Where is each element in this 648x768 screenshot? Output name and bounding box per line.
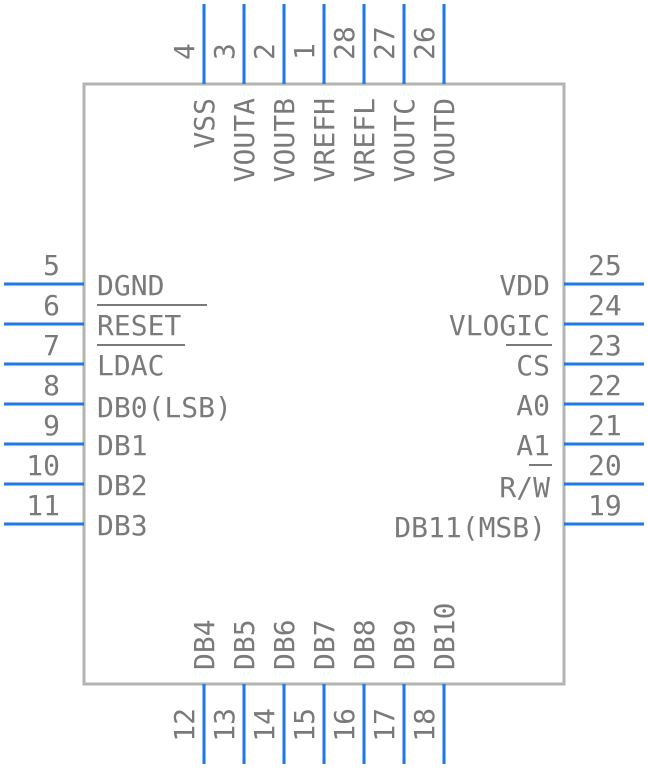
pin-label-a0: A0 <box>516 389 550 422</box>
left-pins: 5 6 7 8 9 10 11 DGND RESET LDAC DB0(LSB)… <box>4 249 232 542</box>
pin-label-voutc: VOUTC <box>388 98 421 182</box>
ic-body-outline <box>82 82 566 686</box>
pin-label-dgnd: DGND <box>97 269 164 302</box>
pin-number-2: 2 <box>248 43 281 60</box>
pin-number-14: 14 <box>248 708 281 742</box>
pin-label-db3: DB3 <box>97 509 148 542</box>
pin-label-vlogic: VLOGIC <box>449 309 550 342</box>
pin-number-6: 6 <box>43 289 60 322</box>
pin-number-21: 21 <box>588 409 622 442</box>
pin-label-vrefh: VREFH <box>308 98 341 182</box>
pin-label-db0-lsb: DB0(LSB) <box>97 391 232 424</box>
pin-number-15: 15 <box>288 708 321 742</box>
pin-label-ldac: LDAC <box>97 349 164 382</box>
pin-number-23: 23 <box>588 329 622 362</box>
pin-number-9: 9 <box>43 409 60 442</box>
pin-label-db6: DB6 <box>268 619 301 670</box>
pin-number-13: 13 <box>208 708 241 742</box>
pin-label-db9: DB9 <box>388 619 421 670</box>
pin-label-db1: DB1 <box>97 429 148 462</box>
pin-label-vdd: VDD <box>499 269 550 302</box>
pin-label-db7: DB7 <box>308 619 341 670</box>
pin-number-28: 28 <box>328 26 361 60</box>
pin-number-20: 20 <box>588 449 622 482</box>
pin-label-db2: DB2 <box>97 469 148 502</box>
pin-label-vss: VSS <box>188 98 221 149</box>
pin-label-voutd: VOUTD <box>428 98 461 182</box>
pin-number-11: 11 <box>26 489 60 522</box>
bottom-pins: 12 13 14 15 16 17 18 DB4 DB5 DB6 DB7 DB8… <box>168 603 461 764</box>
pin-label-db5: DB5 <box>228 619 261 670</box>
pin-number-17: 17 <box>368 708 401 742</box>
pin-number-7: 7 <box>43 329 60 362</box>
pin-label-db11-msb: DB11(MSB) <box>394 511 546 544</box>
pin-number-27: 27 <box>368 26 401 60</box>
pin-label-db4: DB4 <box>188 619 221 670</box>
pin-label-reset: RESET <box>97 309 181 342</box>
pin-label-vouta: VOUTA <box>228 98 261 182</box>
pin-label-cs: CS <box>516 349 550 382</box>
pin-number-8: 8 <box>43 369 60 402</box>
pin-number-22: 22 <box>588 369 622 402</box>
pin-number-4: 4 <box>168 43 201 60</box>
pin-number-24: 24 <box>588 289 622 322</box>
pin-number-16: 16 <box>328 708 361 742</box>
pin-label-voutb: VOUTB <box>268 98 301 182</box>
pin-number-1: 1 <box>288 43 321 60</box>
pin-label-vrefl: VREFL <box>348 98 381 182</box>
pin-number-26: 26 <box>408 26 441 60</box>
pin-number-5: 5 <box>43 249 60 282</box>
pin-label-a1: A1 <box>516 429 550 462</box>
pin-label-db10: DB10 <box>428 603 461 670</box>
pin-number-18: 18 <box>408 708 441 742</box>
pin-number-3: 3 <box>208 43 241 60</box>
right-pins: 25 24 23 22 21 20 19 VDD VLOGIC CS A0 A1… <box>394 249 644 544</box>
pin-number-25: 25 <box>588 249 622 282</box>
pin-number-10: 10 <box>26 449 60 482</box>
pin-label-r-w: R/W <box>499 471 550 504</box>
pin-number-12: 12 <box>168 708 201 742</box>
pin-label-db8: DB8 <box>348 619 381 670</box>
pin-number-19: 19 <box>588 489 622 522</box>
top-pins: 4 3 2 1 28 27 26 VSS VOUTA VOUTB VREFH V… <box>168 4 461 182</box>
